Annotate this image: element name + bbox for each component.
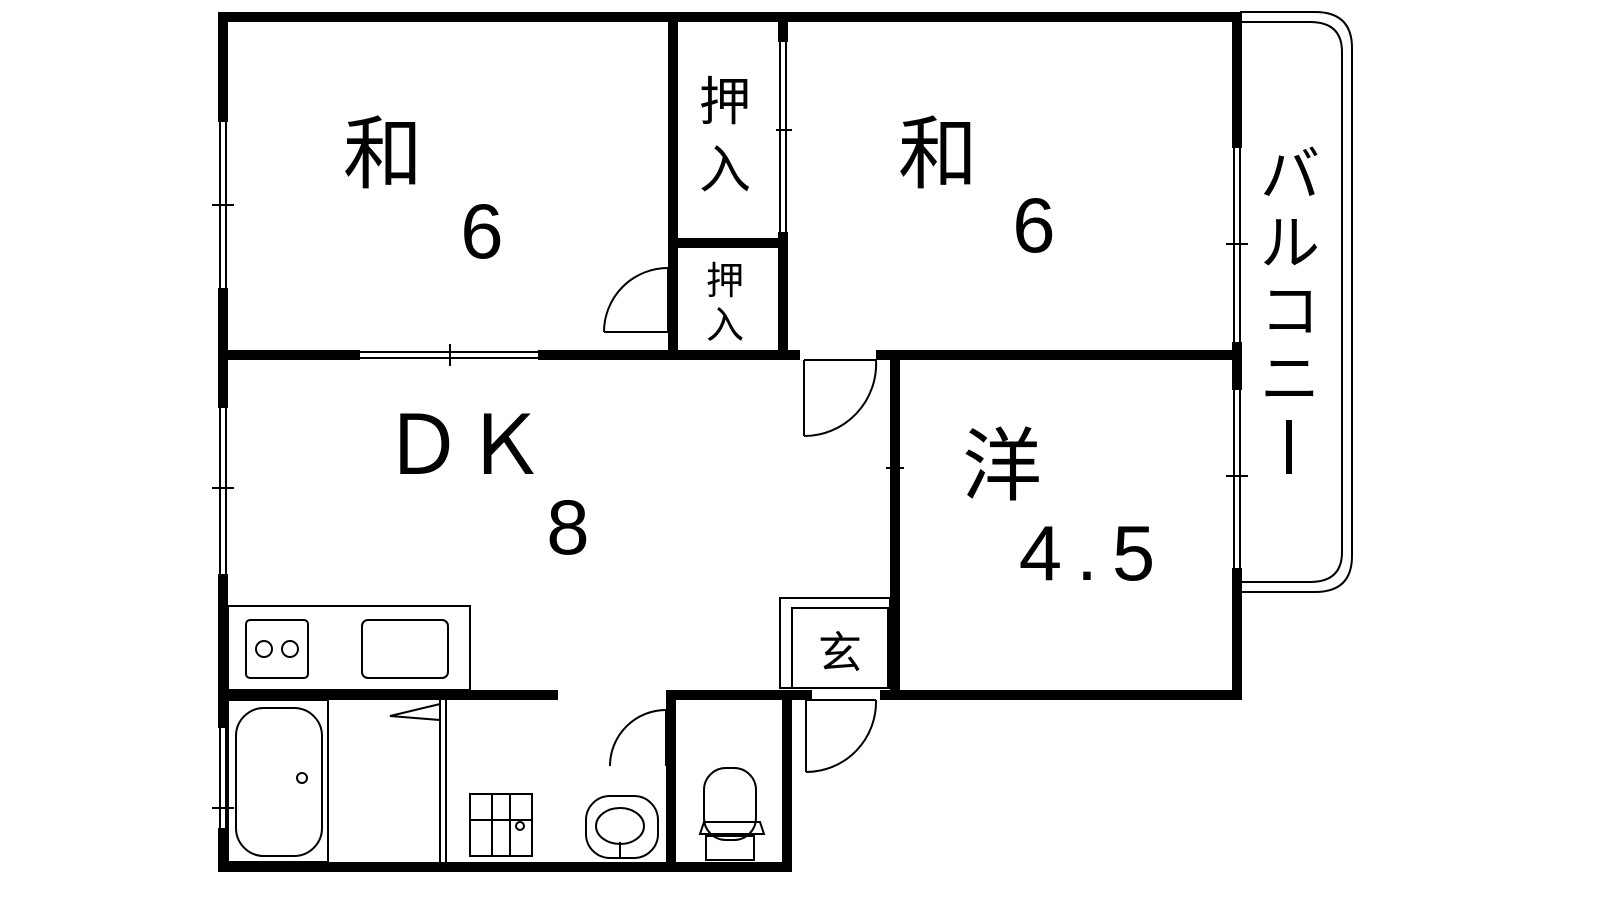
room-name-oshiire-upper-2: 入 bbox=[699, 141, 751, 201]
windows bbox=[212, 42, 1248, 828]
burner-1-icon bbox=[255, 640, 273, 658]
washing-machine-icon bbox=[469, 793, 533, 857]
kitchen-counter bbox=[227, 605, 471, 691]
burner-2-icon bbox=[281, 640, 299, 658]
wash-basin-icon bbox=[585, 795, 659, 859]
room-size-dk: 8 bbox=[546, 483, 589, 571]
balcony-label: バ ル コ ニ bbox=[1260, 141, 1320, 474]
room-name-washitsu-left: 和 bbox=[343, 108, 423, 201]
balcony-char-4: ニ bbox=[1260, 345, 1320, 415]
balcony-char-1: バ bbox=[1260, 141, 1320, 211]
room-name-yoshitsu: 洋 bbox=[962, 420, 1042, 513]
room-name-dk: ＤＫ bbox=[382, 399, 546, 494]
balcony-char-5 bbox=[1286, 420, 1292, 474]
sink-icon bbox=[361, 619, 449, 679]
room-size-washitsu-left: 6 bbox=[460, 187, 503, 275]
bathtub-icon bbox=[235, 707, 323, 857]
room-name-genkan: 玄 bbox=[818, 628, 862, 679]
balcony-outline bbox=[1240, 11, 1353, 593]
room-name-oshiire-upper-1: 押 bbox=[699, 73, 751, 133]
washroom bbox=[469, 793, 659, 859]
room-size-yoshitsu: 4.5 bbox=[1019, 509, 1169, 597]
toilet-icon bbox=[698, 767, 766, 861]
room-name-oshiire-lower-1: 押 bbox=[706, 259, 744, 303]
walls bbox=[218, 12, 1242, 872]
room-size-washitsu-right: 6 bbox=[1012, 181, 1055, 269]
room-name-oshiire-lower-2: 入 bbox=[706, 303, 744, 347]
balcony-char-3: コ bbox=[1260, 277, 1320, 347]
bathroom bbox=[227, 699, 447, 863]
balcony-char-2: ル bbox=[1260, 209, 1320, 279]
genkan-step bbox=[779, 597, 891, 689]
room-name-washitsu-right: 和 bbox=[898, 108, 978, 201]
doors bbox=[603, 267, 878, 773]
